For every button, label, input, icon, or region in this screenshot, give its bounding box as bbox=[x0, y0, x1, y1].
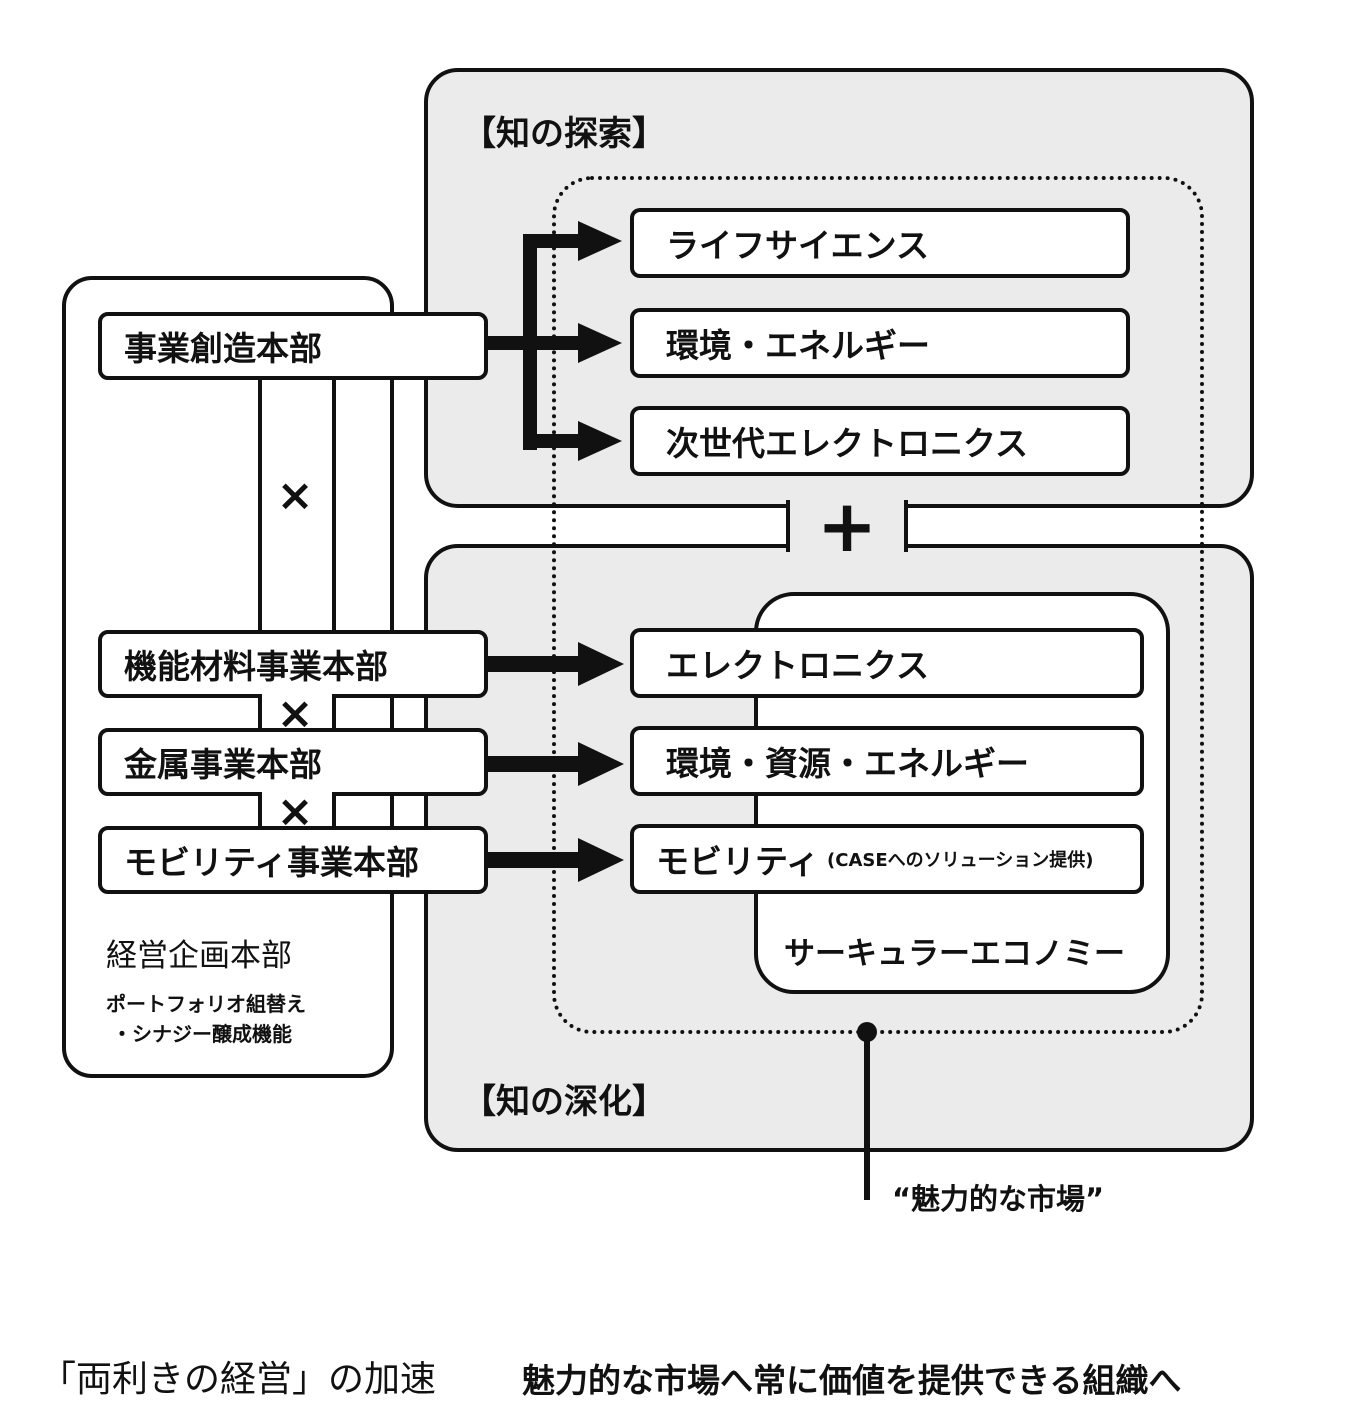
division-mobility: モビリティ事業本部 bbox=[98, 826, 488, 894]
field-environment-energy-label: 環境・エネルギー bbox=[666, 326, 930, 365]
division-arrows bbox=[486, 642, 624, 882]
field-life-science: ライフサイエンス bbox=[630, 208, 1130, 278]
footer-right-caption: 魅力的な市場へ常に価値を提供できる組織へ bbox=[522, 1361, 1182, 1400]
division-metals: 金属事業本部 bbox=[98, 728, 488, 796]
field-environment-energy: 環境・エネルギー bbox=[630, 308, 1130, 378]
field-next-gen-electronics: 次世代エレクトロニクス bbox=[630, 406, 1130, 476]
exploration-title: 【知の探索】 bbox=[462, 114, 666, 154]
field-environment-resources-energy-label: 環境・資源・エネルギー bbox=[666, 744, 1029, 783]
attractive-market-boundary bbox=[552, 176, 1204, 1034]
market-pointer bbox=[857, 1022, 877, 1200]
corporate-planning-note-2: ・シナジー醸成機能 bbox=[112, 1022, 292, 1046]
circular-economy-label: サーキュラーエコノミー bbox=[784, 936, 1125, 972]
division-stem-2 bbox=[258, 694, 336, 734]
business-creation-arrows bbox=[486, 221, 622, 461]
division-metals-label: 金属事業本部 bbox=[124, 745, 322, 784]
cross-sign-1: × bbox=[276, 470, 314, 521]
division-functional-materials-label: 機能材料事業本部 bbox=[124, 647, 388, 686]
field-electronics-label: エレクトロニクス bbox=[666, 646, 930, 685]
division-stem bbox=[258, 374, 336, 636]
panel-connector bbox=[786, 500, 908, 552]
footer-left-caption: 「両利きの経営」の加速 bbox=[40, 1359, 437, 1400]
deepening-title: 【知の深化】 bbox=[462, 1082, 666, 1122]
field-electronics: エレクトロニクス bbox=[630, 628, 1144, 698]
field-environment-resources-energy: 環境・資源・エネルギー bbox=[630, 726, 1144, 796]
corporate-planning-note-1: ポートフォリオ組替え bbox=[106, 992, 306, 1016]
field-mobility-note: (CASEへのソリューション提供) bbox=[827, 850, 1094, 871]
field-next-gen-electronics-label: 次世代エレクトロニクス bbox=[666, 424, 1029, 463]
field-life-science-label: ライフサイエンス bbox=[666, 226, 930, 265]
division-business-creation: 事業創造本部 bbox=[98, 312, 488, 380]
division-business-creation-label: 事業創造本部 bbox=[124, 329, 322, 368]
division-stem-3 bbox=[258, 792, 336, 832]
division-mobility-label: モビリティ事業本部 bbox=[124, 843, 420, 882]
field-mobility-label: モビリティ bbox=[656, 842, 820, 881]
plus-sign: + bbox=[816, 484, 878, 568]
corporate-planning-title: 経営企画本部 bbox=[106, 938, 292, 974]
field-mobility: モビリティ (CASEへのソリューション提供) bbox=[630, 824, 1144, 894]
attractive-market-label: “魅力的な市場” bbox=[892, 1182, 1105, 1216]
